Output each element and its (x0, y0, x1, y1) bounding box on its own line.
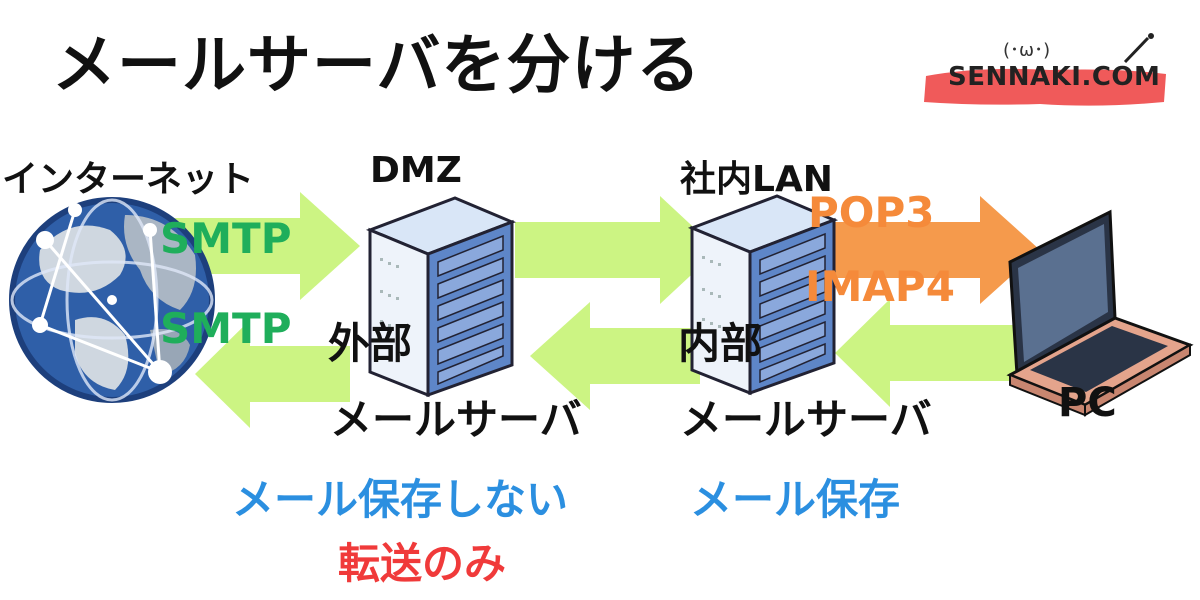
internal-server-name: メールサーバ (680, 395, 932, 444)
external-server-name: メールサーバ (330, 395, 582, 444)
globe-icon (9, 197, 215, 403)
external-server-note: メール保存しない (232, 475, 569, 524)
arrow-lan-to-pc (805, 196, 1040, 304)
external-server-tag: 外部 (328, 319, 413, 368)
external-server-note-forward-only: 転送のみ (338, 539, 507, 588)
sennaki-logo (924, 33, 1166, 106)
logo-face: (･ω･) (1003, 40, 1051, 61)
zone-label-internet: インターネット (2, 159, 255, 200)
logo-text: SENNAKI.COM (948, 62, 1161, 92)
arrow-dmz-to-lan (515, 196, 718, 304)
protocol-smtp-outbound: SMTP (160, 304, 292, 353)
pencil-icon (1123, 33, 1154, 64)
protocol-smtp-inbound: SMTP (160, 214, 292, 263)
zone-label-lan: 社内LAN (680, 159, 833, 200)
zone-label-dmz: DMZ (370, 150, 462, 191)
internal-server-note: メール保存 (690, 475, 901, 524)
laptop-icon (1006, 209, 1194, 417)
page-title: メールサーバを分ける (52, 29, 702, 103)
arrow-dmz-to-internet (195, 320, 350, 428)
internal-server-tag: 内部 (678, 319, 763, 368)
protocol-imap4: IMAP4 (805, 262, 955, 311)
server-rack-icon (365, 196, 517, 398)
arrow-pc-to-lan (835, 299, 1015, 407)
protocol-pop3: POP3 (808, 188, 935, 237)
arrow-lan-to-dmz (530, 302, 700, 410)
server-rack-icon (687, 194, 839, 396)
pc-label: PC (1058, 380, 1117, 426)
